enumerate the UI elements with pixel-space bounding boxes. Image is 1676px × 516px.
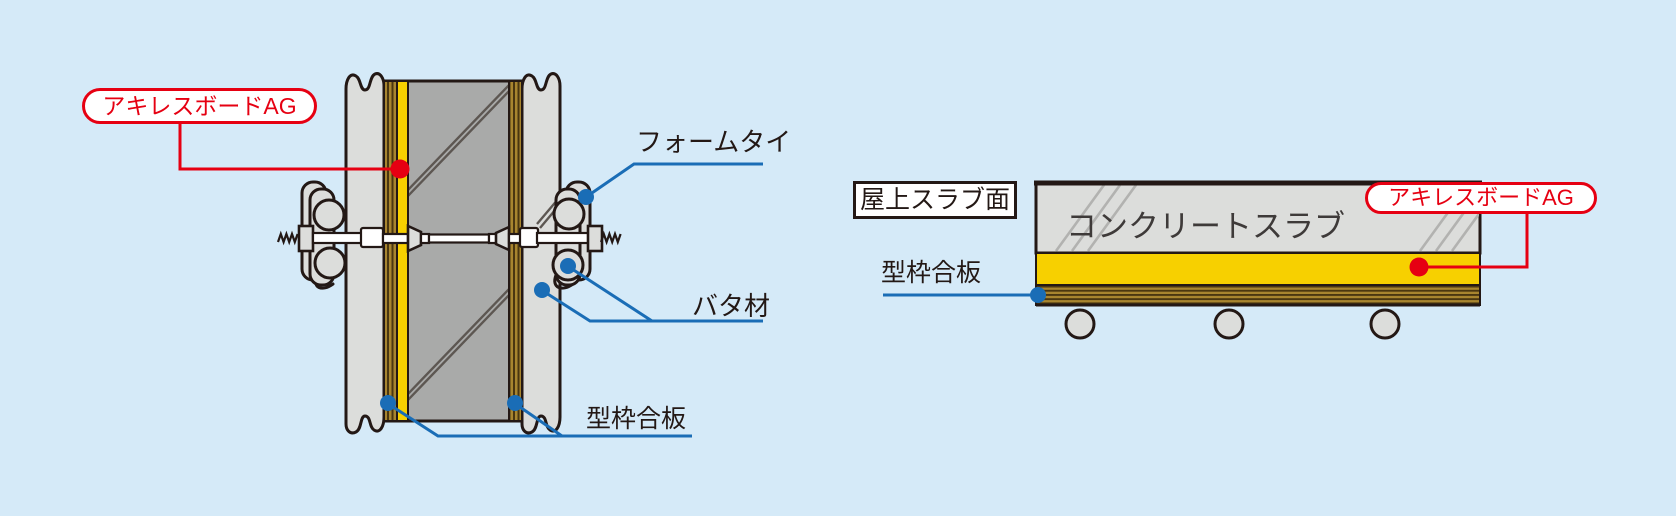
waler-dot-pipe bbox=[560, 258, 576, 274]
wall-cross-section bbox=[178, 72, 763, 438]
form-tie-leader bbox=[588, 162, 763, 197]
slab-formwork-plywood-layer bbox=[1035, 284, 1481, 306]
right-wing-nut bbox=[586, 224, 604, 253]
form-tie-rod bbox=[276, 223, 622, 254]
achilles-leader-right bbox=[1421, 212, 1529, 269]
achilles-board-layer bbox=[396, 80, 409, 422]
slab-plywood-dot bbox=[1030, 287, 1046, 303]
concrete-slab-label: コンクリートスラブ bbox=[1066, 209, 1345, 244]
left-thread bbox=[276, 230, 299, 246]
waler-dot-board bbox=[534, 282, 550, 298]
achilles-dot-right bbox=[1409, 257, 1429, 277]
right-waler-pipe-top bbox=[552, 197, 586, 231]
right-waler-board bbox=[520, 72, 562, 435]
plywood-dot-left bbox=[380, 395, 396, 411]
achilles-board-badge-left: アキレスボードAG bbox=[82, 88, 317, 124]
formwork-plywood-label-left: 型枠合板 bbox=[586, 405, 687, 433]
support-pipe-3 bbox=[1369, 308, 1401, 340]
right-thread bbox=[599, 230, 622, 246]
achilles-leader-left bbox=[178, 122, 400, 171]
achilles-board-badge-right: アキレスボードAG bbox=[1365, 182, 1597, 214]
plywood-leader-a bbox=[389, 403, 692, 438]
form-tie-label: フォームタイ bbox=[636, 127, 792, 157]
left-p-cone bbox=[406, 223, 423, 254]
support-pipe-1 bbox=[1064, 308, 1096, 340]
waler-label: バタ材 bbox=[692, 291, 771, 321]
plywood-dot-right bbox=[507, 395, 523, 411]
wall-concrete bbox=[408, 81, 509, 421]
form-tie-dot bbox=[578, 189, 594, 205]
left-waler-board bbox=[344, 72, 386, 435]
waler-leader-a bbox=[542, 289, 763, 323]
achilles-dot-left bbox=[390, 159, 410, 179]
plywood-leader-b bbox=[516, 403, 563, 438]
support-pipe-2 bbox=[1213, 308, 1245, 340]
right-formwork-plywood-layer bbox=[508, 80, 523, 422]
left-waler-pipe-top bbox=[312, 198, 346, 232]
formwork-plywood-label-right: 型枠合板 bbox=[881, 259, 982, 287]
left-waler-pipe-bottom bbox=[313, 246, 347, 280]
wall-concrete-hatch bbox=[408, 83, 509, 402]
achilles-board-slab-layer bbox=[1035, 252, 1481, 286]
rooftop-slab-surface-box: 屋上スラブ面 bbox=[853, 181, 1017, 219]
left-wing-nut bbox=[297, 224, 315, 253]
left-formwork-plywood-layer bbox=[383, 80, 398, 422]
waler-leader-b bbox=[568, 265, 653, 323]
